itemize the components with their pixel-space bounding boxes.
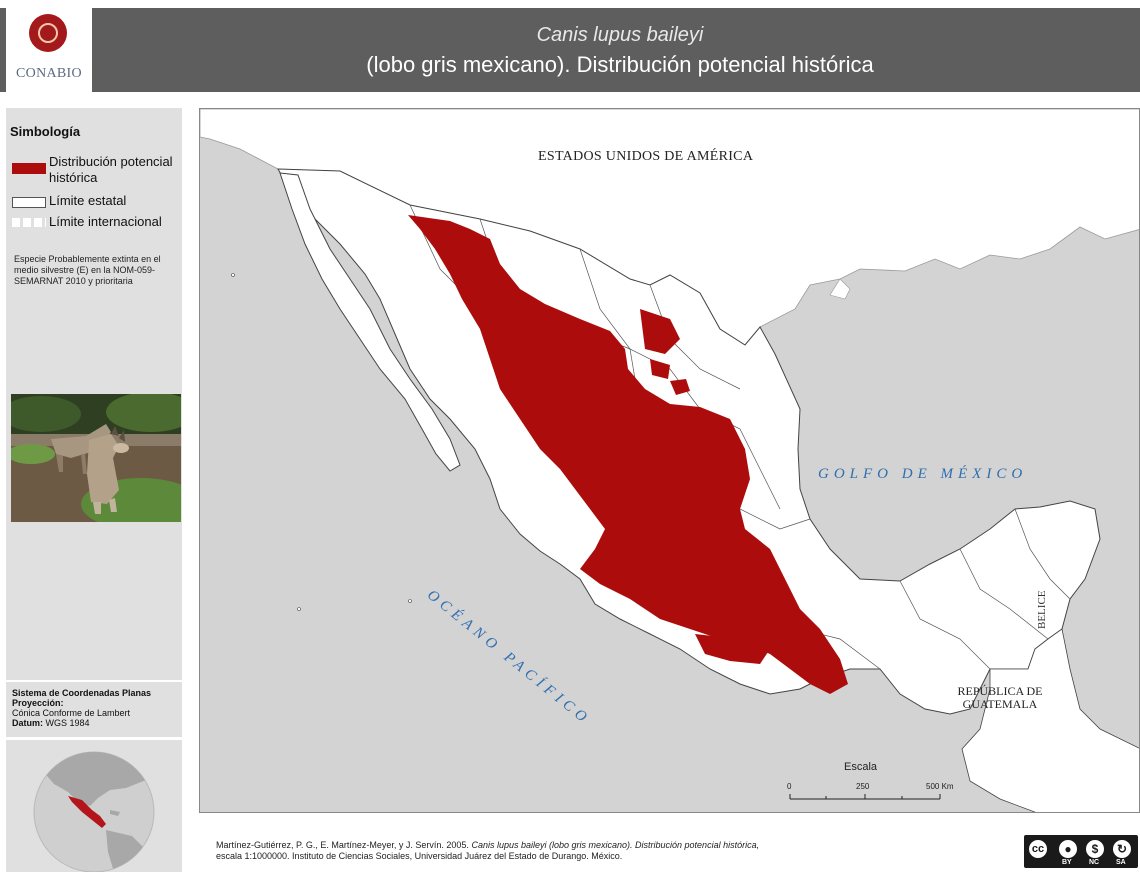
coordinate-system-panel: Sistema de Coordenadas Planas Proyección… bbox=[6, 682, 182, 737]
coordinate-info: Sistema de Coordenadas Planas Proyección… bbox=[12, 688, 151, 728]
citation-rest: escala 1:1000000. Instituto de Ciencias … bbox=[216, 851, 623, 861]
conservation-status-note: Especie Probablemente extinta en el medi… bbox=[14, 254, 161, 286]
map-frame: ESTADOS UNIDOS DE AMÉRICA GOLFO DE MÉXIC… bbox=[199, 108, 1140, 813]
baja-california bbox=[279, 172, 461, 472]
title-species: Canis lupus baileyi bbox=[536, 24, 704, 46]
locator-globe bbox=[33, 751, 155, 873]
label-guatemala: REPÚBLICA DE GUATEMALA bbox=[957, 684, 1043, 711]
scale-tick-0: 0 bbox=[787, 782, 792, 791]
map-header: CONABIO Canis lupus baileyi (lobo gris m… bbox=[0, 8, 1140, 92]
datum-value: WGS 1984 bbox=[45, 718, 90, 728]
scale-tick-500: 500 Km bbox=[926, 782, 954, 791]
international-boundary-swatch bbox=[12, 218, 46, 227]
projection-value: Cónica Conforme de Lambert bbox=[12, 708, 131, 718]
badge-nc: NC bbox=[1089, 859, 1100, 866]
distribution-area bbox=[408, 215, 848, 694]
title-description: (lobo gris mexicano). Distribución poten… bbox=[366, 52, 874, 77]
label-gulf-of-mexico: GOLFO DE MÉXICO bbox=[818, 466, 1028, 482]
distribution-swatch bbox=[12, 163, 46, 174]
legend-title: Simbología bbox=[10, 124, 81, 139]
wolf-photo bbox=[11, 394, 181, 522]
map-canvas bbox=[200, 109, 1139, 812]
cc-license-badge[interactable]: cc ● $ ↻ BY NC SA bbox=[1024, 835, 1138, 868]
legend-panel: Simbología Distribución potencial histór… bbox=[6, 108, 182, 680]
badge-by: BY bbox=[1062, 859, 1072, 866]
conabio-logo: CONABIO bbox=[6, 8, 92, 92]
cc-logo-icon: cc bbox=[1027, 838, 1049, 860]
scale-tick-250: 250 bbox=[856, 782, 870, 791]
projection-label: Proyección: bbox=[12, 698, 64, 708]
citation: Martínez-Gutiérrez, P. G., E. Martínez-M… bbox=[216, 840, 976, 862]
legend-label-distribution: Distribución potencial histórica bbox=[49, 154, 173, 185]
citation-authors: Martínez-Gutiérrez, P. G., E. Martínez-M… bbox=[216, 840, 469, 850]
label-usa: ESTADOS UNIDOS DE AMÉRICA bbox=[538, 149, 754, 164]
label-belize: BELICE bbox=[1036, 590, 1048, 630]
scale-bar bbox=[789, 794, 941, 800]
citation-title: Canis lupus baileyi (lobo gris mexicano)… bbox=[471, 840, 760, 850]
guatemala-belize bbox=[961, 628, 1139, 812]
logo-text: CONABIO bbox=[16, 66, 82, 81]
coord-system-title: Sistema de Coordenadas Planas bbox=[12, 688, 152, 698]
badge-sa: SA bbox=[1116, 859, 1126, 866]
legend-label-international: Límite internacional bbox=[49, 214, 162, 229]
scale-title: Escala bbox=[844, 761, 878, 773]
attribution-icon: ● bbox=[1057, 838, 1079, 860]
state-boundary-swatch bbox=[12, 197, 46, 208]
locator-globe-panel bbox=[6, 740, 182, 873]
legend-label-state: Límite estatal bbox=[49, 193, 127, 208]
sharealike-icon: ↻ bbox=[1111, 838, 1133, 860]
noncommercial-icon: $ bbox=[1084, 838, 1106, 860]
conabio-emblem-icon bbox=[29, 14, 67, 52]
datum-label: Datum: bbox=[12, 718, 43, 728]
